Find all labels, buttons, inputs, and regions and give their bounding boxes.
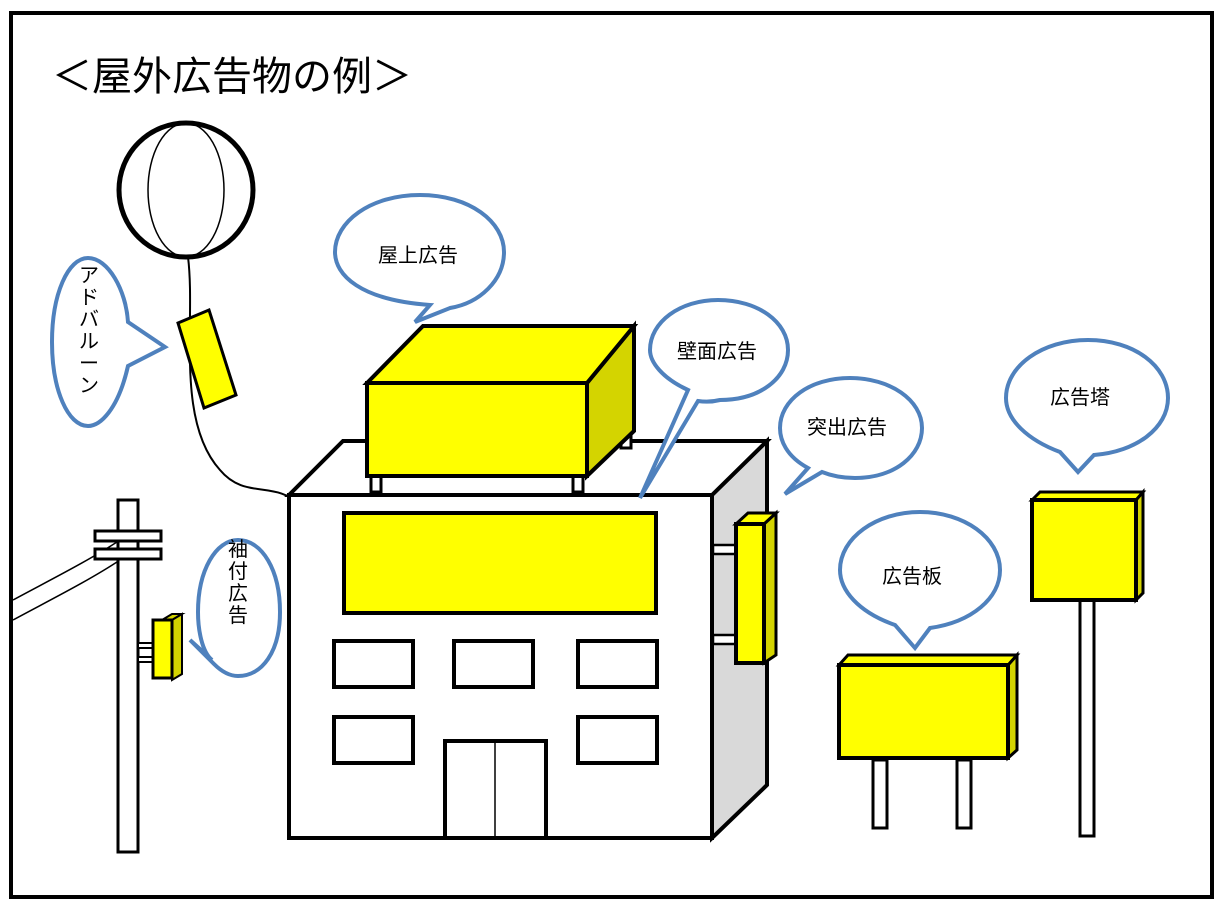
label-pole-attached: 袖付広告 bbox=[228, 537, 248, 627]
callout-bubble bbox=[1003, 337, 1171, 475]
balloon-globe bbox=[116, 120, 256, 260]
vertical-label-glyph: 告 bbox=[228, 603, 248, 627]
callout-bubble bbox=[49, 255, 169, 429]
vertical-label-glyph: 広 bbox=[228, 581, 248, 605]
window bbox=[576, 639, 659, 689]
vertical-label-glyph: バ bbox=[79, 307, 99, 331]
vertical-label-glyph: ル bbox=[79, 329, 99, 353]
label-projecting: 突出広告 bbox=[807, 415, 887, 439]
balloon-tether bbox=[187, 256, 301, 506]
billboard bbox=[835, 651, 1021, 830]
window bbox=[332, 639, 415, 689]
callout-rooftop: 屋上広告 bbox=[332, 192, 507, 324]
callout-bubble bbox=[777, 375, 925, 496]
callout-bubble bbox=[837, 509, 1003, 652]
vertical-label-glyph: ン bbox=[79, 373, 99, 397]
window bbox=[576, 715, 659, 765]
label-wall: 壁面広告 bbox=[677, 339, 757, 363]
window bbox=[332, 715, 415, 765]
callout-bubble bbox=[638, 297, 791, 500]
vertical-label-glyph: ド bbox=[79, 285, 99, 309]
billboard-panel bbox=[837, 663, 1010, 760]
power-wire-1 bbox=[12, 539, 121, 601]
pole-crossarm-upper bbox=[93, 529, 163, 543]
callout-tower: 広告塔 bbox=[1003, 337, 1171, 475]
wall-sign bbox=[342, 511, 658, 615]
ad-tower bbox=[1028, 488, 1147, 838]
tower-sign bbox=[1030, 498, 1138, 602]
pole-sign bbox=[151, 618, 174, 680]
window bbox=[452, 639, 535, 689]
callout-bubble bbox=[188, 537, 283, 679]
callout-pole-attached: 袖付広告 bbox=[188, 537, 283, 679]
balloon-seam bbox=[147, 122, 225, 258]
pole-crossarm-lower bbox=[93, 547, 163, 561]
billboard-leg bbox=[871, 758, 889, 830]
label-tower: 広告塔 bbox=[1050, 385, 1110, 409]
callout-bubble bbox=[332, 192, 507, 324]
tower-pole bbox=[1078, 598, 1096, 838]
vertical-label-glyph: 袖 bbox=[228, 537, 248, 561]
label-ad-balloon: アドバルーン bbox=[79, 263, 99, 397]
projecting-sign bbox=[734, 522, 766, 665]
building bbox=[284, 320, 780, 843]
page-title: ＜屋外広告物の例＞ bbox=[52, 54, 412, 100]
label-rooftop: 屋上広告 bbox=[378, 243, 458, 267]
callout-ad-balloon: アドバルーン bbox=[49, 255, 169, 429]
ad-balloon bbox=[116, 120, 301, 506]
vertical-label-glyph: 付 bbox=[228, 559, 248, 583]
billboard-leg bbox=[955, 758, 973, 830]
callout-billboard: 広告板 bbox=[837, 509, 1003, 652]
rooftop-sign bbox=[365, 381, 589, 478]
power-wire-2 bbox=[12, 559, 121, 621]
callout-wall: 壁面広告 bbox=[638, 297, 791, 500]
pole-shaft bbox=[116, 498, 140, 854]
callout-projecting: 突出広告 bbox=[777, 375, 925, 496]
utility-pole bbox=[12, 498, 186, 854]
label-billboard: 広告板 bbox=[882, 564, 942, 588]
vertical-label-glyph: ー bbox=[79, 351, 99, 375]
vertical-label-glyph: ア bbox=[79, 263, 99, 287]
balloon-banner bbox=[176, 307, 238, 411]
